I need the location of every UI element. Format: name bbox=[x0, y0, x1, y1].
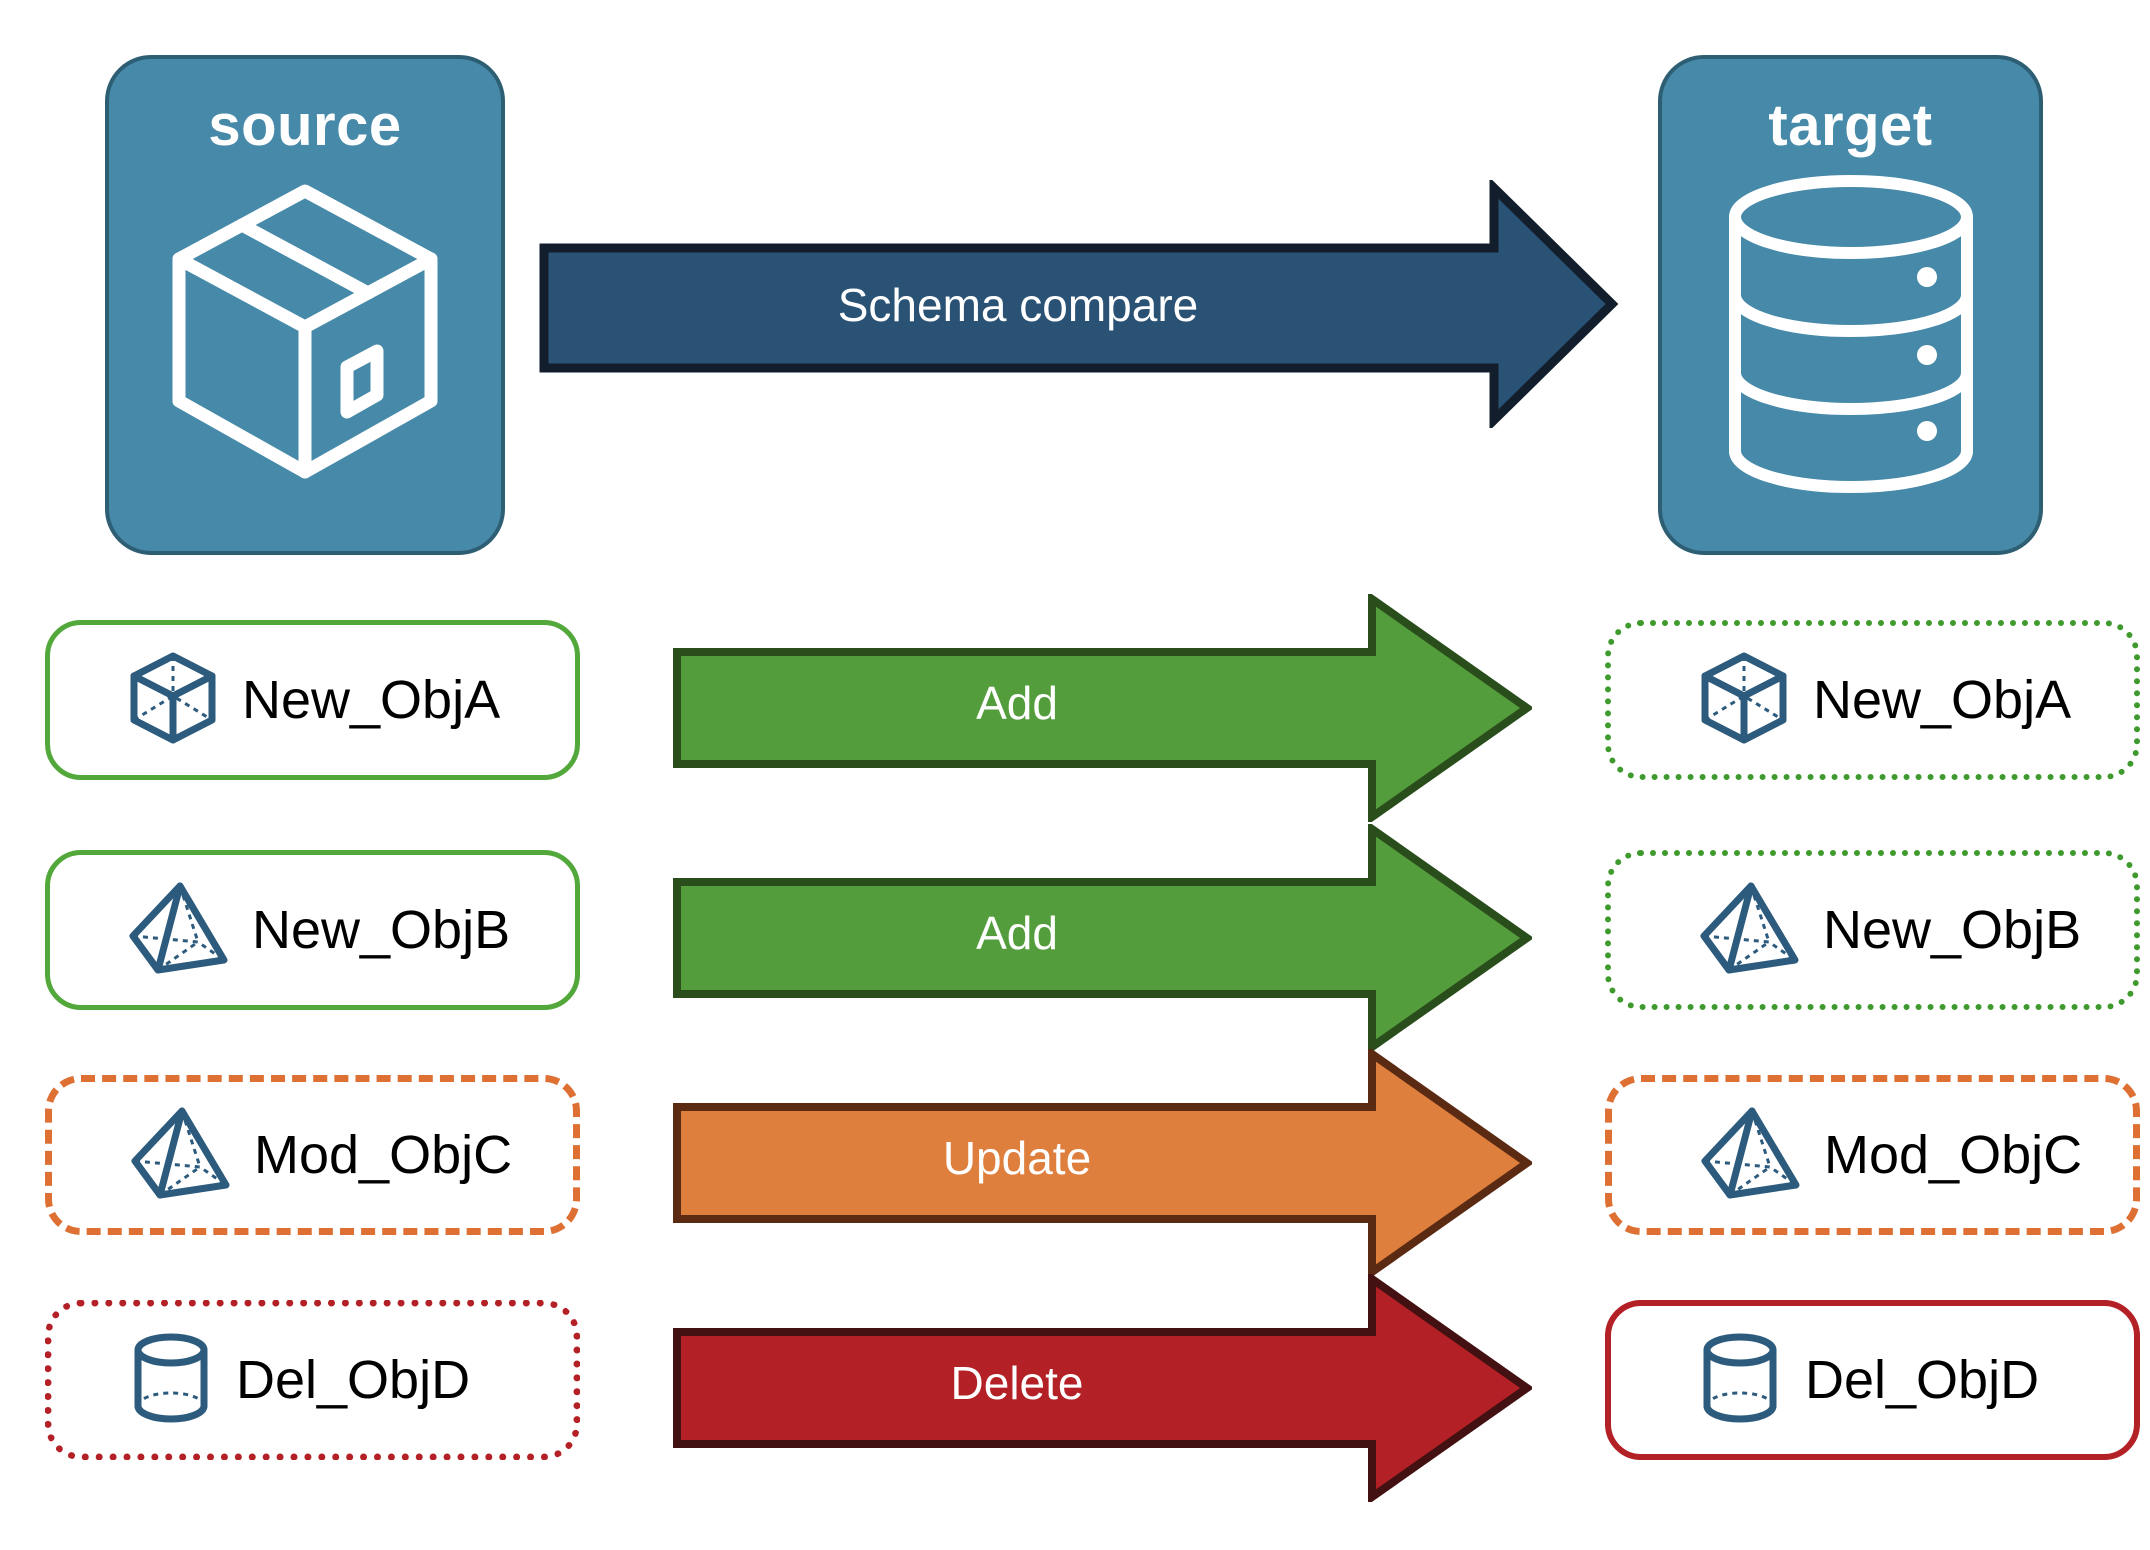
wireframe-cylinder-icon bbox=[1699, 1330, 1781, 1431]
source-object-box[interactable]: Mod_ObjC bbox=[45, 1075, 580, 1235]
target-object-label: New_ObjA bbox=[1813, 670, 2072, 730]
wireframe-cube-icon bbox=[1699, 650, 1789, 751]
target-object-label: Mod_ObjC bbox=[1824, 1125, 2083, 1185]
add-action-arrow[interactable] bbox=[672, 591, 1534, 825]
source-label: source bbox=[208, 93, 402, 158]
package-box-icon bbox=[155, 169, 455, 504]
source-object-label: New_ObjB bbox=[252, 900, 511, 960]
schema-compare-arrow[interactable] bbox=[538, 177, 1619, 431]
source-object-box[interactable]: Del_ObjD bbox=[45, 1300, 580, 1460]
target-object-box[interactable]: New_ObjA bbox=[1605, 620, 2140, 780]
add-action-arrow[interactable] bbox=[672, 821, 1534, 1055]
wireframe-pyramid-icon bbox=[130, 1105, 230, 1206]
object-row: Mod_ObjC Update bbox=[0, 1046, 2150, 1280]
source-object-box[interactable]: New_ObjB bbox=[45, 850, 580, 1010]
object-row: New_ObjA Add bbox=[0, 591, 2150, 825]
target-object-label: Del_ObjD bbox=[1805, 1350, 2040, 1410]
wireframe-pyramid-icon bbox=[1699, 880, 1799, 981]
source-object-label: Del_ObjD bbox=[236, 1350, 471, 1410]
source-object-label: Mod_ObjC bbox=[254, 1125, 513, 1185]
object-row: New_ObjB Add bbox=[0, 821, 2150, 1055]
target-label: target bbox=[1768, 93, 1933, 158]
target-endpoint-card[interactable]: target bbox=[1658, 55, 2043, 555]
database-cylinder-icon bbox=[1721, 169, 1981, 504]
object-row: Del_ObjD Delete Del_ObjD bbox=[0, 1271, 2150, 1505]
update-action-arrow[interactable] bbox=[672, 1046, 1534, 1280]
wireframe-pyramid-icon bbox=[128, 880, 228, 981]
source-object-label: New_ObjA bbox=[242, 670, 501, 730]
source-object-box[interactable]: New_ObjA bbox=[45, 620, 580, 780]
wireframe-pyramid-icon bbox=[1700, 1105, 1800, 1206]
target-object-label: New_ObjB bbox=[1823, 900, 2082, 960]
source-endpoint-card[interactable]: source bbox=[105, 55, 505, 555]
target-object-box[interactable]: Del_ObjD bbox=[1605, 1300, 2140, 1460]
target-object-box[interactable]: New_ObjB bbox=[1605, 850, 2140, 1010]
wireframe-cube-icon bbox=[128, 650, 218, 751]
target-object-box[interactable]: Mod_ObjC bbox=[1605, 1075, 2140, 1235]
wireframe-cylinder-icon bbox=[130, 1330, 212, 1431]
delete-action-arrow[interactable] bbox=[672, 1271, 1534, 1505]
